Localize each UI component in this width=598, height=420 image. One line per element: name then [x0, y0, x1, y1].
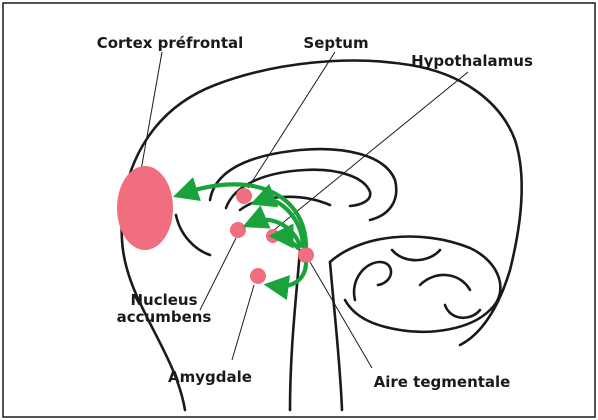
label-nucleus-line1: Nucleus: [130, 291, 197, 309]
label-hypothalamus: Hypothalamus: [411, 52, 533, 70]
nucleus-accumbens-region: [230, 222, 246, 238]
prefrontal-cortex-region: [117, 166, 173, 250]
label-septum: Septum: [303, 34, 368, 52]
label-nucleus-line2: accumbens: [117, 308, 212, 326]
amygdale-region: [250, 268, 266, 284]
label-amygdale: Amygdale: [168, 368, 252, 386]
hypothalamus-region: [266, 229, 280, 243]
label-aire-tegmentale: Aire tegmentale: [374, 373, 511, 391]
aire-tegmentale-region: [298, 247, 314, 263]
septum-region: [236, 188, 252, 204]
label-cortex-prefrontal: Cortex préfrontal: [97, 34, 244, 52]
